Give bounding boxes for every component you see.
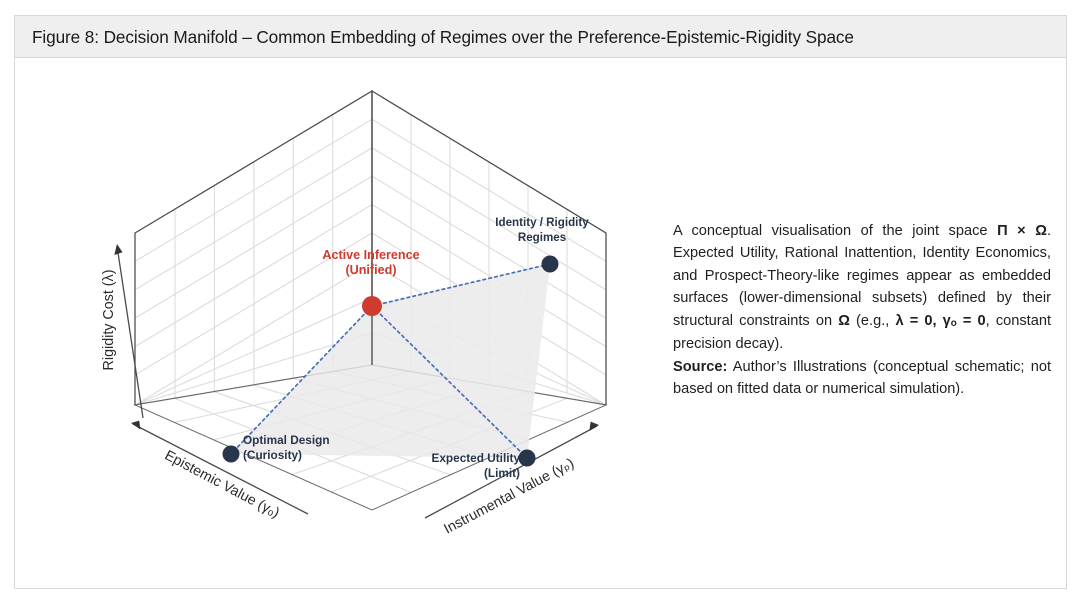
manifold-surface <box>231 264 550 458</box>
desc-symbol-constraints: λ = 0, γₒ = 0 <box>895 312 986 329</box>
desc-symbol-pi-omega: Π × Ω <box>997 222 1047 239</box>
y-axis-arrow-head <box>589 421 599 431</box>
decision-manifold-plot: Rigidity Cost (λ) Epistemic Value (γₒ) I… <box>15 58 663 589</box>
plot-svg: Rigidity Cost (λ) Epistemic Value (γₒ) I… <box>101 89 608 538</box>
connector-to-identity-rigidity <box>371 263 551 307</box>
figure-caption-text: Figure 8: Decision Manifold – Common Emb… <box>32 27 854 47</box>
connector-to-optimal-design <box>230 305 373 455</box>
desc-text-a: A conceptual visualisation of the joint … <box>673 222 998 239</box>
label-expected-utility-line2: (Limit) <box>484 466 520 480</box>
z-axis-label: Rigidity Cost (λ) <box>101 270 117 371</box>
label-identity-rigidity-line1: Identity / Rigidity <box>495 216 589 229</box>
label-expected-utility-line1: Expected Utility <box>432 451 521 465</box>
connector-to-expected-utility <box>371 305 528 459</box>
label-active-inference-line1: Active Inference <box>322 248 419 262</box>
source-label: Source: <box>673 358 728 375</box>
point-active-inference[interactable] <box>362 296 382 316</box>
point-expected-utility-limit[interactable] <box>518 449 536 467</box>
figure-card: Figure 8: Decision Manifold – Common Emb… <box>14 15 1067 589</box>
z-axis-spine <box>116 245 144 419</box>
desc-text-c: (e.g., <box>849 312 896 329</box>
y-axis-spine <box>424 425 598 519</box>
desc-text-d: , constant precision decay). <box>673 312 1052 352</box>
description-paragraph: A conceptual visualisation of the joint … <box>673 220 1051 356</box>
left-wall-gridlines <box>135 91 372 405</box>
desc-text-b: . Expected Utility, Rational Inattention… <box>673 222 1051 329</box>
label-optimal-design-line2: (Curiosity) <box>243 448 302 462</box>
axis-spines <box>114 244 599 519</box>
point-identity-rigidity-regimes[interactable] <box>541 255 559 273</box>
point-optimal-design-curiosity[interactable] <box>222 445 240 463</box>
source-text: Author’s Illustrations (conceptual schem… <box>673 358 1051 398</box>
label-optimal-design-line1: Optimal Design <box>243 433 330 447</box>
description-source: Source: Author’s Illustrations (conceptu… <box>673 356 1051 401</box>
left-wall-panel <box>134 89 373 406</box>
figure-body: Rigidity Cost (λ) Epistemic Value (γₒ) I… <box>15 58 1066 589</box>
z-axis-arrow-head <box>114 244 123 255</box>
figure-description-pane: A conceptual visualisation of the joint … <box>673 58 1051 589</box>
label-identity-rigidity-line2: Regimes <box>518 231 566 244</box>
figure-caption-band: Figure 8: Decision Manifold – Common Emb… <box>15 16 1066 58</box>
label-active-inference-line2: (Unified) <box>345 263 396 277</box>
desc-symbol-omega: Ω <box>838 312 850 329</box>
x-axis-spine <box>132 423 309 515</box>
connector-lines <box>230 263 551 459</box>
x-axis-arrow-head <box>131 420 141 430</box>
